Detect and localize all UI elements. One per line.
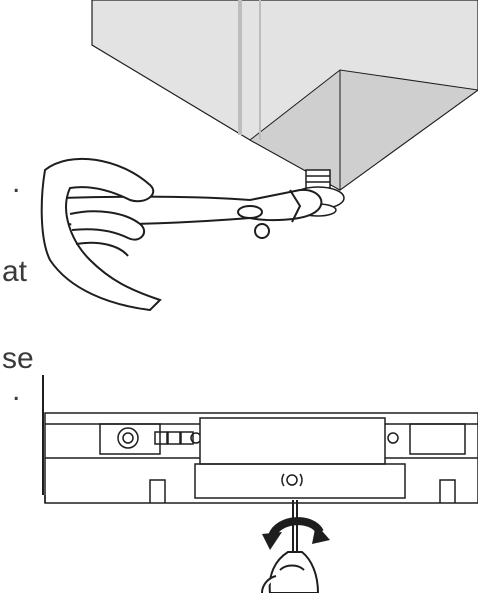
screwdriver (292, 500, 298, 560)
text-fragment-1: . (12, 166, 21, 199)
wrench-adjusting-foot-icon (40, 0, 478, 312)
hand (40, 157, 162, 312)
text-fragment-2: at (2, 255, 28, 288)
adjust-screw (286, 474, 298, 486)
text-fragment-3: se (2, 342, 34, 375)
text-fragment-4: . (12, 374, 21, 407)
screwdriver-hand (261, 551, 320, 593)
rotation-arrow (262, 517, 330, 550)
